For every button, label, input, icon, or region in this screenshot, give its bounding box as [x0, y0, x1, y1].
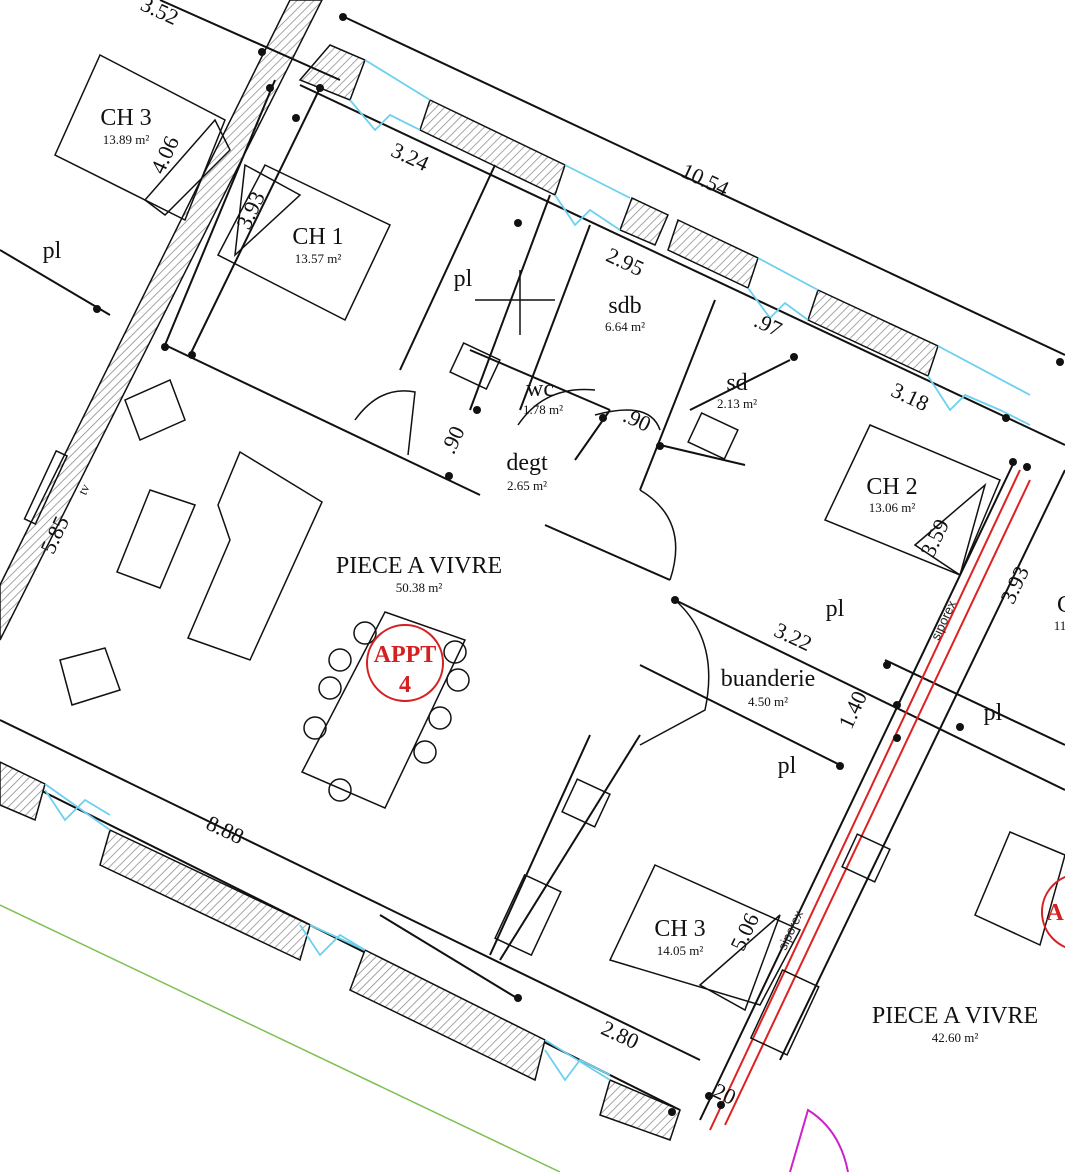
room-area: 11	[1054, 618, 1065, 633]
room-area: 1.78 m²	[523, 402, 563, 417]
tv-label: tv	[75, 481, 93, 497]
room-area: 4.50 m²	[748, 694, 788, 709]
dimension-label: 10.54	[677, 158, 732, 202]
dimension-label: 3.93	[231, 187, 270, 232]
room-name: PIECE A VIVRE	[336, 553, 502, 579]
room-area: 2.13 m²	[717, 396, 757, 411]
dimension-label: 2.80	[597, 1015, 642, 1054]
dimension-label: 3.24	[387, 137, 432, 176]
room-area: 13.57 m²	[295, 251, 342, 266]
room-area: 2.65 m²	[507, 478, 547, 493]
room-name: sd	[726, 370, 747, 396]
room-area: 14.05 m²	[657, 943, 704, 958]
windows-top	[349, 59, 1031, 426]
siporex-wall	[724, 479, 1031, 1126]
dimension-label: 3.18	[887, 377, 932, 416]
apartment-label-next: A	[1046, 900, 1064, 926]
apartment-badge	[366, 624, 444, 702]
dimension-label: 3.52	[137, 0, 182, 30]
dimension-label: .90	[435, 422, 469, 457]
site-boundary-line	[0, 904, 561, 1172]
closet-label: pl	[984, 700, 1003, 726]
dimension-label: 8.88	[202, 810, 247, 849]
apartment-label: APPT	[374, 642, 437, 668]
room-name: buanderie	[721, 666, 816, 692]
apartment-number: 4	[399, 672, 411, 698]
furniture	[23, 270, 1065, 1056]
dimension-points	[93, 13, 1064, 1116]
beds	[54, 53, 1001, 1012]
room-area: 50.38 m²	[396, 580, 443, 595]
door-swing	[789, 1108, 849, 1172]
closet-label: pl	[778, 753, 797, 779]
room-area: 13.89 m²	[103, 132, 150, 147]
room-name: CH 2	[866, 474, 917, 500]
bottom-wall	[0, 719, 701, 1141]
closet-label: pl	[454, 266, 473, 292]
room-name: CH 3	[654, 916, 705, 942]
siporex-wall	[709, 469, 1021, 1131]
door-swings	[354, 388, 710, 746]
closet-label: pl	[826, 596, 845, 622]
dimension-label: 3.59	[915, 515, 954, 560]
dimension-label: 5.06	[725, 909, 764, 954]
apartment-badge-next	[1041, 876, 1065, 948]
room-area: 13.06 m²	[869, 500, 916, 515]
room-name: sdb	[608, 293, 641, 319]
interior-walls	[0, 79, 1065, 1121]
room-name: CH 1	[292, 224, 343, 250]
room-name: PIECE A VIVRE	[872, 1003, 1038, 1029]
dimension-label: 3.93	[995, 562, 1034, 607]
siporex-label: siporex	[775, 908, 807, 953]
room-name: wc	[526, 376, 554, 402]
dimension-label: 4.06	[145, 132, 184, 177]
room-name: CH 3	[100, 105, 151, 131]
dimension-label: .97	[750, 307, 785, 341]
siporex-label: siporex	[928, 598, 960, 643]
room-area: 42.60 m²	[932, 1030, 979, 1045]
dimension-label: .90	[619, 402, 654, 436]
dimension-label: 2.95	[602, 242, 647, 281]
room-name: degt	[506, 450, 548, 476]
closet-label: pl	[43, 238, 62, 264]
room-area: 6.64 m²	[605, 319, 645, 334]
room-name: C	[1057, 592, 1065, 618]
